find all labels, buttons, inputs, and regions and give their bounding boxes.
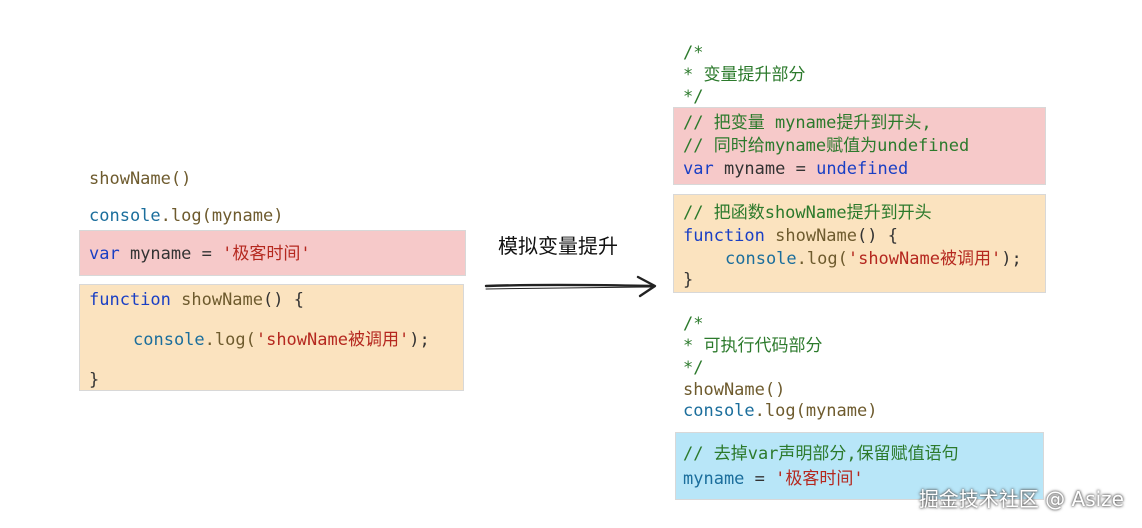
right-fn-body: console.log('showName被调用'); — [725, 248, 1022, 270]
left-var-box: var myname = '极客时间' — [79, 230, 466, 276]
left-fn-body: console.log('showName被调用'); — [133, 329, 430, 351]
right-fn-kw: function — [683, 226, 765, 246]
left-fn-line: function showName() { — [89, 289, 304, 311]
exec-call-line: showName() — [683, 380, 786, 400]
assign-name: myname — [683, 469, 745, 489]
exec-comment-title: * 可执行代码部分 — [683, 336, 823, 356]
assign-line: myname = '极客时间' — [683, 468, 864, 490]
left-log-rest: .log(myname) — [160, 206, 284, 226]
assign-str: '极客时间' — [775, 469, 864, 489]
exec-log-line: console.log(myname) — [683, 400, 877, 422]
left-var-rest: myname = — [119, 244, 223, 264]
left-fn-rest: () { — [263, 290, 304, 310]
right-body-end: ); — [1001, 249, 1022, 269]
left-body-mid: .log( — [204, 330, 256, 350]
left-body-end: ); — [409, 330, 430, 350]
watermark: 掘金技术社区 @ Asize — [918, 487, 1124, 511]
left-log-line: console.log(myname) — [89, 205, 283, 227]
left-body-str: 'showName被调用' — [255, 330, 410, 350]
right-var-kw: var — [683, 159, 714, 179]
right-var-comment-2: // 同时给myname赋值为undefined — [683, 136, 970, 156]
right-fn-rest: () { — [857, 226, 898, 246]
right-var-comment-1: // 把变量 myname提升到开头, — [683, 113, 932, 133]
right-body-mid: .log( — [796, 249, 848, 269]
hoist-comment-title: * 变量提升部分 — [683, 65, 806, 85]
arrow-label: 模拟变量提升 — [498, 234, 618, 258]
left-call-line: showName() — [89, 169, 192, 189]
right-fn-name: showName — [764, 226, 858, 246]
right-fn-comment: // 把函数showName提升到开头 — [683, 203, 932, 223]
transform-arrow — [484, 275, 657, 298]
left-fn-box: function showName() { console.log('showN… — [79, 284, 464, 391]
right-var-box: // 把变量 myname提升到开头, // 同时给myname赋值为undef… — [673, 107, 1046, 185]
right-var-mid: myname = — [713, 159, 817, 179]
exec-log-rest: .log(myname) — [754, 401, 878, 421]
left-log-obj: console — [89, 206, 161, 226]
hoist-comment-open: /* — [683, 43, 704, 63]
left-body-obj: console — [133, 330, 205, 350]
hoist-comment-close: */ — [683, 87, 704, 107]
left-fn-name: showName — [170, 290, 264, 310]
right-body-obj: console — [725, 249, 797, 269]
right-fn-close: } — [683, 270, 694, 290]
left-fn-close: } — [89, 370, 100, 390]
right-var-val: undefined — [816, 159, 909, 179]
exec-log-obj: console — [683, 401, 755, 421]
left-fn-kw: function — [89, 290, 171, 310]
left-var-kw: var — [89, 244, 120, 264]
left-var-str: '极客时间' — [222, 244, 311, 264]
exec-comment-open: /* — [683, 314, 704, 334]
assign-comment: // 去掉var声明部分,保留赋值语句 — [683, 444, 959, 464]
right-fn-box: // 把函数showName提升到开头 function showName() … — [673, 194, 1046, 293]
exec-comment-close: */ — [683, 358, 704, 378]
right-var-line: var myname = undefined — [683, 158, 908, 180]
right-fn-line: function showName() { — [683, 225, 898, 247]
assign-mid: = — [744, 469, 776, 489]
left-var-line: var myname = '极客时间' — [89, 243, 311, 265]
assign-box: // 去掉var声明部分,保留赋值语句 myname = '极客时间' — [675, 432, 1044, 500]
right-body-str: 'showName被调用' — [847, 249, 1002, 269]
